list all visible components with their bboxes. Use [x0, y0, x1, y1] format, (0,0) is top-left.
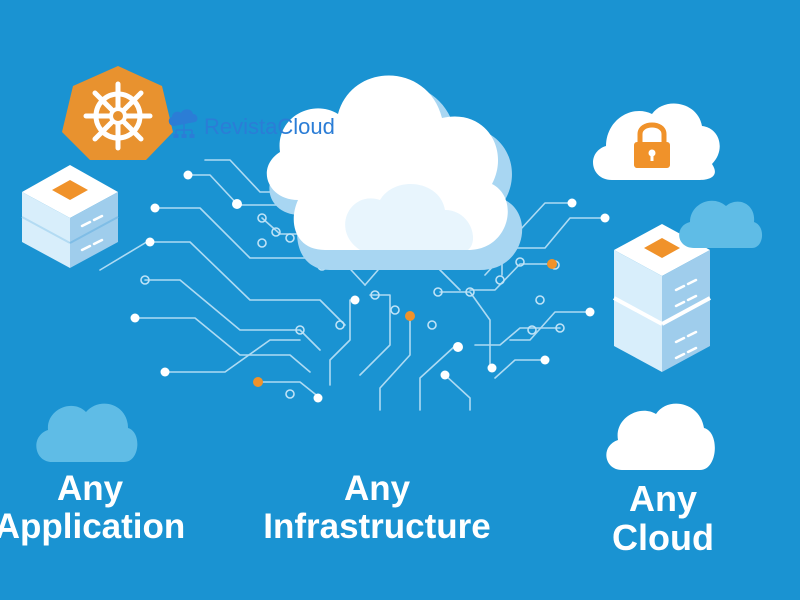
circuit-highlight-nodes: [253, 259, 557, 387]
white-cloud-icon: [606, 403, 715, 470]
caption-any-application: Any Application: [0, 470, 190, 546]
circuit-nodes: [130, 170, 610, 403]
caption-cloud-line-1: Any: [628, 478, 697, 519]
caption-any-cloud: Any Cloud: [598, 478, 728, 558]
caption-cloud-line-2: Cloud: [612, 516, 714, 558]
lock-icon: [634, 122, 670, 168]
central-cloud-icon: [266, 75, 523, 270]
cloud-network-icon: [168, 109, 198, 138]
left-server-icon: [21, 165, 119, 268]
brand-name: RevistaCloud: [204, 114, 335, 139]
caption-infrastructure-line-1: Any: [343, 469, 411, 508]
caption-infrastructure-line-2: Infrastructure: [263, 506, 491, 546]
caption-application-line-2: Application: [0, 506, 186, 546]
caption-any-infrastructure: Any Infrastructure: [252, 470, 502, 546]
small-cloud-right-icon: [679, 200, 763, 248]
caption-application-line-1: Any: [56, 469, 124, 508]
lock-cloud-icon: [593, 103, 720, 180]
kubernetes-helm-icon: [62, 66, 173, 160]
small-cloud-left-icon: [36, 403, 138, 462]
